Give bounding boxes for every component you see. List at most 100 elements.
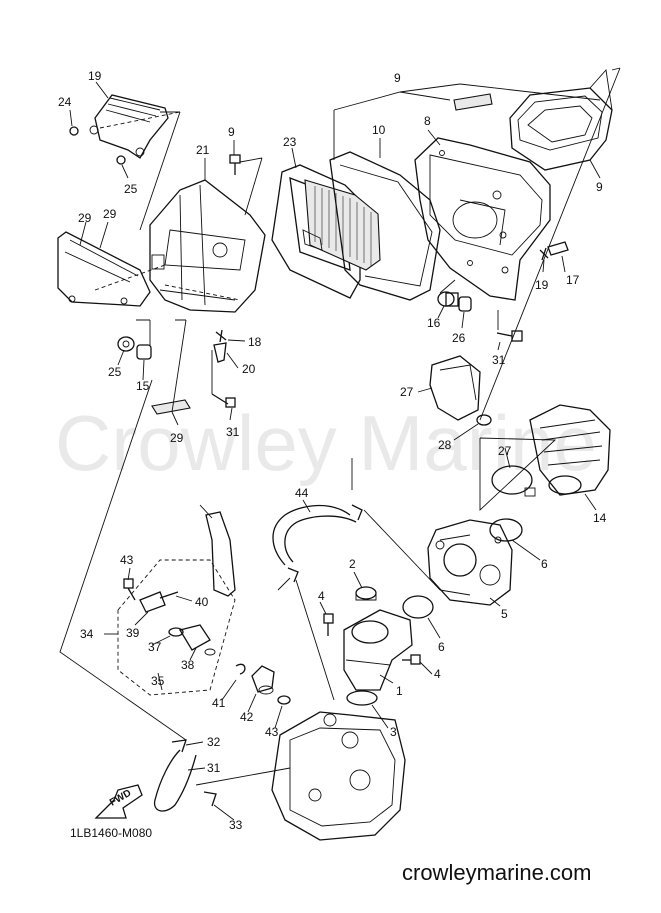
part-29-bolt-left (211, 393, 236, 408)
footer-site: crowleymarine.com (402, 860, 592, 885)
part-12-joint (529, 404, 611, 496)
part-34-oring (168, 627, 184, 637)
part-13-collar (136, 344, 152, 360)
callout-42: 44 (295, 486, 309, 500)
part-15-hose (547, 241, 569, 256)
callout-31-lower: 33 (229, 818, 243, 832)
callout-20: 23 (283, 135, 297, 149)
callout-24: 27 (498, 444, 512, 458)
callout-35: 38 (181, 658, 195, 672)
part-27-side-cover (57, 231, 166, 307)
callout-33: 35 (151, 674, 165, 688)
callout-27-right: 29 (103, 207, 117, 221)
callout-34: 37 (148, 640, 162, 654)
callout-12: 14 (593, 511, 607, 525)
part-14-grommet (437, 291, 459, 307)
part-3-oring (346, 690, 378, 706)
part-42-hose (272, 504, 357, 566)
callout-25: 27 (400, 385, 414, 399)
diagram-reference-code: 1LB1460-M080 (70, 826, 152, 840)
part-44-bracket (205, 511, 236, 597)
callout-5: 5 (501, 607, 508, 621)
part-38-clip (235, 663, 246, 675)
callout-29-left: 31 (226, 425, 240, 439)
part-18-bracket (89, 94, 181, 159)
part-16-clamp-right (539, 247, 549, 261)
fwd-arrow (94, 784, 143, 819)
callout-21-bottom: 25 (124, 182, 138, 196)
part-40-oring (277, 695, 291, 705)
callout-27-left: 29 (78, 211, 92, 225)
part-25-cover (429, 355, 481, 421)
callout-7: 8 (424, 114, 431, 128)
callout-38: 41 (212, 696, 226, 710)
part-5-throttle-body (427, 519, 513, 606)
callout-4-upper: 4 (318, 589, 325, 603)
part-35-sensor (178, 624, 216, 656)
part-11-seal (329, 151, 441, 301)
callout-29-right: 31 (492, 353, 506, 367)
callout-1: 1 (396, 684, 403, 698)
part-23-collar (458, 296, 472, 312)
callout-21-top: 24 (58, 95, 72, 109)
part-37-screw (159, 591, 179, 599)
callout-11: 10 (372, 123, 386, 137)
callout-40: 43 (265, 725, 279, 739)
callout-28: 29 (170, 431, 184, 445)
part-2-cap (355, 586, 377, 601)
fwd-label: FWD (108, 788, 133, 809)
callout-37: 40 (195, 595, 209, 609)
callout-26: 28 (438, 438, 452, 452)
part-28-pad (151, 399, 191, 415)
cylinder-head (271, 711, 406, 841)
callout-labels: 9 19 10 8 24 9 23 21 25 9 29 29 17 19 16… (58, 69, 607, 832)
filter-element (302, 179, 381, 271)
part-6-clamp-upper (489, 518, 523, 542)
callout-3: 3 (390, 725, 397, 739)
part-26-clamp (476, 414, 492, 426)
callout-6-lower: 6 (438, 640, 445, 654)
part-6-clamp-lower (402, 595, 434, 619)
callout-16-right: 19 (535, 278, 549, 292)
part-22-grommet (117, 336, 135, 352)
callout-23: 26 (452, 331, 466, 345)
callout-32: 34 (80, 627, 94, 641)
part-21-washers (69, 126, 126, 165)
callout-18: 19 (88, 69, 102, 83)
callout-30: 31 (207, 761, 221, 775)
part-4-bolts (323, 613, 421, 665)
callout-13: 15 (136, 379, 150, 393)
callout-9: 9 (228, 125, 235, 139)
callout-36: 39 (126, 626, 140, 640)
callout-31-upper: 32 (207, 735, 221, 749)
part-30-hose (153, 749, 197, 812)
callout-10: 9 (394, 71, 401, 85)
part-16-clamp-left (215, 329, 227, 343)
callout-17: 20 (242, 362, 256, 376)
callout-41: 43 (120, 553, 134, 567)
part-17-drain (213, 342, 227, 363)
part-24-band (491, 465, 536, 497)
part-29-bolt-right (496, 330, 523, 342)
leader-lines (59, 67, 621, 821)
part-32-sensor-group (117, 559, 236, 696)
callout-6-upper: 6 (541, 557, 548, 571)
callout-8: 9 (596, 180, 603, 194)
callout-39: 42 (240, 710, 254, 724)
callout-2: 2 (349, 557, 356, 571)
callout-19: 21 (196, 143, 210, 157)
part-19-airbox (149, 179, 266, 313)
part-8-intake-duct (509, 68, 613, 171)
part-36-bracket (139, 591, 166, 613)
callout-4-lower: 4 (434, 667, 441, 681)
part-39-sensor (251, 665, 275, 695)
part-1-intake-manifold (343, 609, 413, 691)
watermark-text: Crowley Marine (55, 399, 597, 487)
part-9-bolt (229, 154, 241, 175)
part-10-label (453, 93, 493, 111)
callout-22: 25 (108, 365, 122, 379)
callout-15: 17 (566, 273, 580, 287)
part-43-clamps (287, 504, 363, 583)
callout-14: 16 (427, 316, 441, 330)
